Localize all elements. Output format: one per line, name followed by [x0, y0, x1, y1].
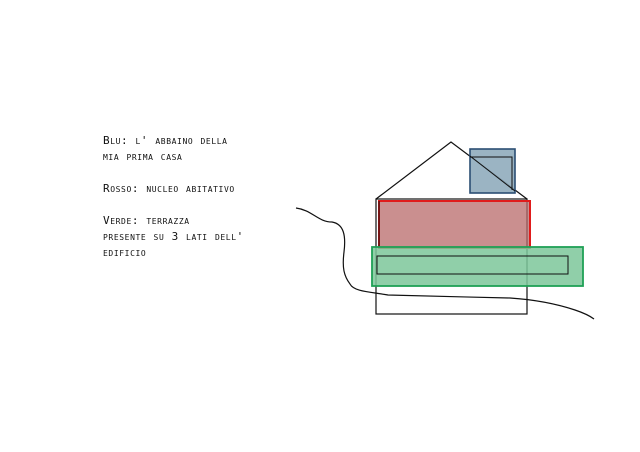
- terrace-green: [371, 246, 584, 287]
- dormer-inner-outline: [470, 156, 513, 190]
- roof-line-through-dormer: [469, 155, 516, 192]
- legend-blue-line-2: mia prima casa: [103, 150, 183, 163]
- legend-blue-line-1: Blu: l' abbaino della: [103, 134, 228, 147]
- living-core-red: [378, 200, 531, 249]
- legend-green-line-3: edificio: [103, 246, 147, 259]
- legend-green-line-1: Verde: terrazza: [103, 214, 190, 227]
- dormer-blue: [469, 148, 516, 194]
- terrain-line: [295, 207, 595, 320]
- terrace-inner-outline: [376, 255, 569, 275]
- legend-red-line-1: Rosso: nucleo abitativo: [103, 182, 235, 195]
- legend: Blu: l' abbaino della mia prima casa Ros…: [103, 133, 244, 261]
- legend-green-line-2: presente su 3 lati dell': [103, 230, 244, 243]
